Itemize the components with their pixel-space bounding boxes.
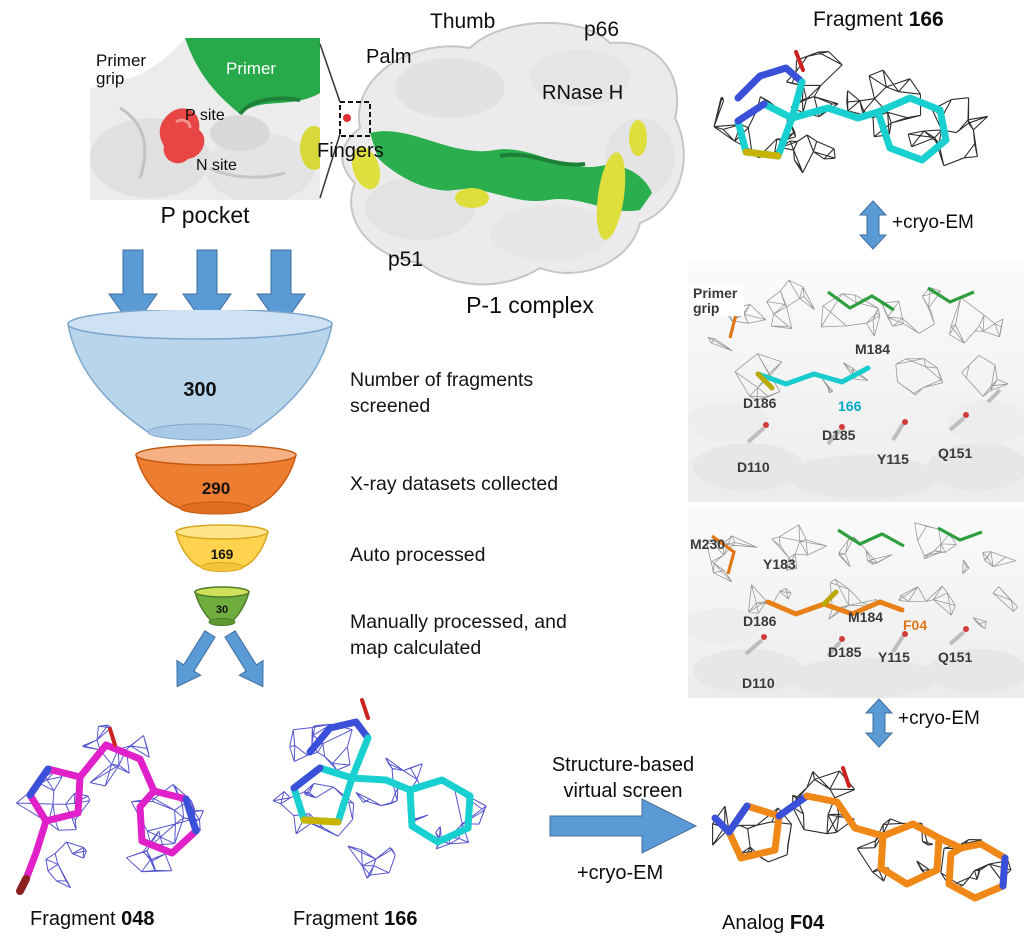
inset-label-primer-grip: Primer grip <box>96 51 147 88</box>
inset-label-n-site: N site <box>196 157 237 174</box>
residue-label-d110: D110 <box>742 675 775 691</box>
fragment-048-caption-prefix: Fragment <box>30 908 122 930</box>
down-arrow-icon <box>256 249 306 329</box>
fragment-048-structure <box>15 724 204 895</box>
complex-label-thumb: Thumb <box>430 10 496 33</box>
residue-label-y115: Y115 <box>878 649 910 665</box>
double-arrow-icon <box>864 698 894 748</box>
funnel-stage4-label: Manually processed, and map calculated <box>350 611 567 659</box>
cryo-em-arrow-top <box>858 200 888 250</box>
cryo-em-label-right-bottom: +cryo-EM <box>898 708 980 729</box>
p-pocket-caption: P pocket <box>160 202 250 228</box>
fragment-166-title-id: 166 <box>908 8 944 31</box>
fragment-166-structure-cryoem <box>713 50 989 174</box>
down-left-arrow-icon <box>176 630 216 688</box>
analog-f04-structure <box>711 766 1012 902</box>
density-panel-f04: M230 Y183 D186 M184 F04 D185 D110 Y115 Q… <box>688 506 1024 698</box>
residue-label-q151: Q151 <box>938 649 973 665</box>
complex-label-rnase-h: RNase H <box>542 82 624 104</box>
funnel-split-arrows <box>176 630 264 688</box>
funnel-stage4-value: 30 <box>216 604 228 616</box>
residue-label-d110: D110 <box>737 459 770 475</box>
fragment-166-sticks-cryoem <box>734 50 950 164</box>
complex-label-fingers: Fingers <box>317 140 384 162</box>
fragment-166-caption-id: 166 <box>384 908 418 930</box>
p1-complex-surface-art <box>339 21 685 286</box>
analog-f04-sticks <box>711 766 1009 902</box>
funnel-stage3-value: 169 <box>211 547 234 562</box>
fragment-166-caption-prefix: Fragment <box>293 908 385 930</box>
residue-label-m184: M184 <box>848 609 884 625</box>
funnel-stage2-label: X-ray datasets collected <box>350 473 559 495</box>
residue-label-d186: D186 <box>743 395 777 411</box>
double-arrow-icon <box>858 200 888 250</box>
residue-label-d185: D185 <box>822 427 856 443</box>
residue-label-m230: M230 <box>690 536 726 552</box>
complex-label-palm: Palm <box>366 46 412 68</box>
screening-funnel: 300 290 169 30 <box>67 310 333 626</box>
fragment-166-sticks <box>290 698 474 846</box>
residue-label-m184: M184 <box>855 341 891 357</box>
residue-label-y115: Y115 <box>877 451 909 467</box>
ligand-label-f04: F04 <box>903 617 928 633</box>
zoom-connector-lines <box>319 43 341 199</box>
down-right-arrow-icon <box>224 630 264 688</box>
fragment-166-title: Fragment 166 <box>813 8 944 32</box>
density-panel-166: Primer grip M184 D186 166 D185 D110 Y115… <box>688 262 1024 502</box>
ligand-label-166: 166 <box>838 398 862 414</box>
residue-label-primer-grip: Primer grip <box>690 285 744 317</box>
complex-label-p66: p66 <box>584 18 620 41</box>
fragment-166-title-prefix: Fragment <box>813 8 909 31</box>
inset-label-p-site: P site <box>185 107 225 124</box>
p-pocket-inset: Primer grip Primer P site N site <box>90 38 320 200</box>
residue-label-d185: D185 <box>828 644 862 660</box>
analog-f04-caption-prefix: Analog <box>722 912 790 934</box>
cryo-em-arrow-bottom <box>864 698 894 748</box>
complex-label-p51: p51 <box>388 248 424 271</box>
p1-complex-panel: Thumb p66 Palm RNase H Fingers p51 <box>300 8 690 298</box>
cryo-em-label-right-top: +cryo-EM <box>892 212 974 233</box>
residue-label-q151: Q151 <box>938 445 973 461</box>
inset-label-primer: Primer <box>226 59 277 78</box>
residue-label-y183: Y183 <box>763 556 796 572</box>
analog-f04-caption: Analog F04 <box>722 912 824 935</box>
funnel-stage1-value: 300 <box>183 379 216 401</box>
p-pocket-surface-art <box>90 38 320 200</box>
density-panel-f04-art <box>688 522 1024 698</box>
p1-complex-caption: P-1 complex <box>466 292 594 318</box>
residue-label-d186: D186 <box>743 613 777 629</box>
virtual-screen-label: Structure-based virtual screen <box>551 754 695 802</box>
fragment-166-caption: Fragment 166 <box>293 908 418 931</box>
right-arrow-icon <box>549 798 698 854</box>
virtual-screen-arrow <box>549 798 698 854</box>
funnel-stage1-label: Number of fragments screened <box>350 369 534 417</box>
fragment-166-structure-xray <box>272 698 487 879</box>
funnel-stage3-label: Auto processed <box>350 544 486 566</box>
fragment-048-caption: Fragment 048 <box>30 908 155 931</box>
cryo-em-label-bottom: +cryo-EM <box>577 862 664 884</box>
density-panel-166-art <box>688 279 1024 499</box>
analog-f04-caption-id: F04 <box>789 912 825 934</box>
funnel-stage2-value: 290 <box>202 479 230 498</box>
fragment-048-sticks <box>16 727 200 895</box>
fragment-048-caption-id: 048 <box>121 908 155 930</box>
